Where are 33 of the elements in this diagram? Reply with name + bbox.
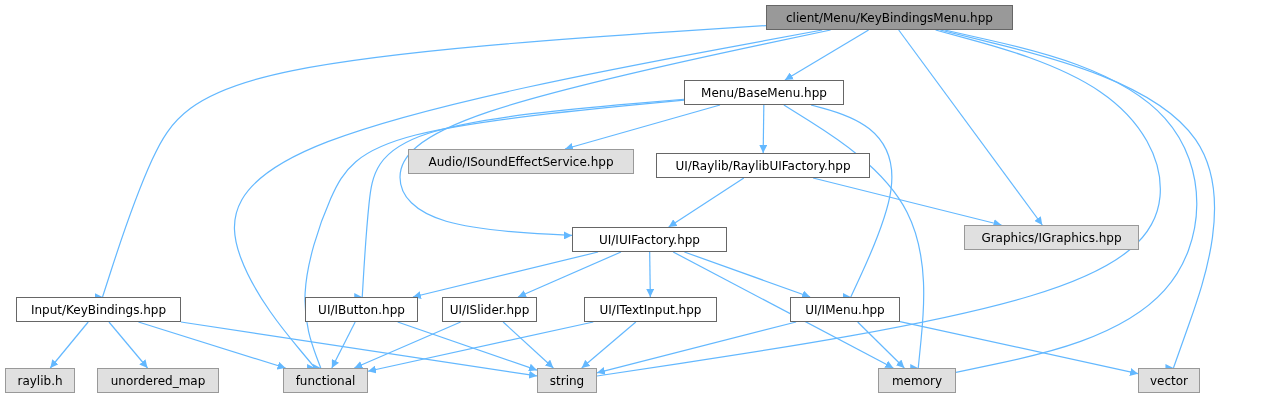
header-file-box: UI/IMenu.hpp (790, 297, 900, 322)
dependency-arrow (108, 321, 149, 369)
dependency-arrow (180, 321, 538, 379)
dependency-arrow (596, 29, 1161, 379)
dependency-arrow (899, 320, 1139, 376)
system-header-box: string (537, 368, 597, 393)
dependency-arrow (672, 251, 894, 369)
system-header-box: raylib.h (5, 368, 75, 393)
dependency-arrow (397, 321, 538, 372)
system-header-box: vector (1138, 368, 1200, 393)
dependency-arrow (812, 177, 1002, 227)
dependency-arrow (502, 321, 554, 369)
dependency-arrow (857, 321, 905, 369)
dependency-arrow (331, 321, 356, 369)
dependency-arrow (367, 321, 594, 374)
dependency-arrow (783, 104, 925, 369)
header-file-box: UI/ISlider.hpp (442, 297, 537, 322)
dependency-arrow (353, 321, 462, 369)
dependency-arrow (810, 104, 893, 298)
dependency-arrow (49, 321, 89, 369)
dependency-arrow (596, 321, 797, 375)
dependency-arrow (784, 29, 870, 81)
dependency-arrow (898, 29, 1043, 226)
root-file-box: client/Menu/KeyBindingsMenu.hpp (766, 5, 1013, 30)
dependency-arrow (137, 321, 287, 370)
header-file-box: UI/ITextInput.hpp (584, 297, 717, 322)
system-header-box: Graphics/IGraphics.hpp (964, 225, 1139, 250)
header-file-box: Input/KeyBindings.hpp (16, 297, 181, 322)
system-header-box: functional (283, 368, 368, 393)
header-file-box: UI/IButton.hpp (305, 297, 418, 322)
dependency-arrow (581, 321, 637, 369)
system-header-box: unordered_map (97, 368, 219, 393)
system-header-box: memory (878, 368, 956, 393)
